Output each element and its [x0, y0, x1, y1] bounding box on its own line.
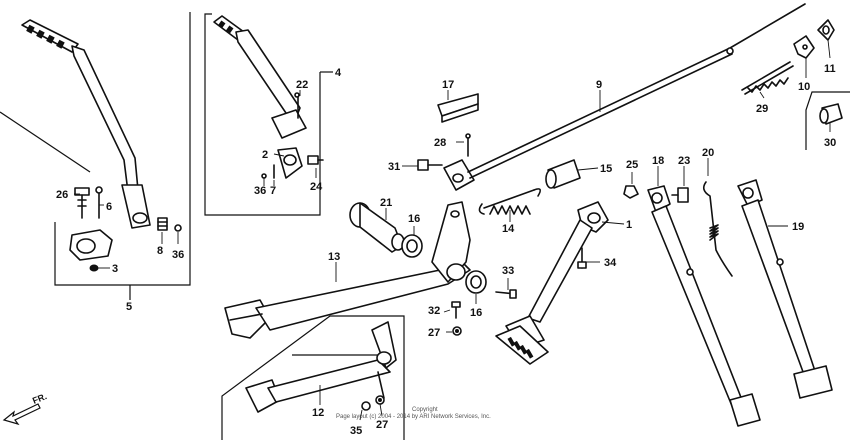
nut-11: [817, 19, 835, 41]
callout-2: 2: [262, 149, 268, 161]
nut-27-low: [375, 395, 385, 405]
pedal-12-box: [221, 315, 405, 440]
main-stand-19: [737, 179, 833, 399]
callout-29: 29: [756, 103, 768, 115]
callout-34: 34: [604, 257, 617, 269]
callout-15: 15: [600, 163, 612, 175]
pedal-12: [245, 321, 397, 413]
callout-33: 33: [502, 265, 514, 277]
callout-13: 13: [328, 251, 340, 263]
direction-label: FR.: [31, 391, 48, 406]
callout-1: 1: [626, 219, 632, 231]
callout-30: 30: [824, 137, 836, 149]
pin-32: [451, 301, 461, 319]
callout-4: 4: [335, 67, 342, 79]
part-30-box: [805, 91, 850, 150]
ball-36: [174, 224, 182, 232]
callout-14: 14: [502, 223, 515, 235]
copyright-line1: Copyright: [412, 407, 438, 413]
seal-16-lower: [465, 270, 487, 294]
copyright-notice: Copyright Page layout (c) 2004 - 2014 by…: [336, 407, 491, 420]
bolt-26: [74, 187, 90, 219]
callout-24: 24: [310, 181, 323, 193]
callout-16-upper: 16: [408, 213, 420, 225]
callout-32: 32: [428, 305, 440, 317]
callout-35: 35: [350, 425, 362, 437]
brake-pedal-13: [224, 201, 471, 339]
callout-21: 21: [380, 197, 392, 209]
spring-7: [261, 164, 275, 179]
callout-17: 17: [442, 79, 454, 91]
pivot-2: [277, 147, 303, 179]
brake-rod-9: [467, 3, 806, 179]
callout-28: 28: [434, 137, 446, 149]
callout-25: 25: [626, 159, 638, 171]
callout-5: 5: [126, 301, 132, 313]
callout-10: 10: [798, 81, 810, 93]
callout-9: 9: [596, 79, 602, 91]
arrow-left-down-icon: [2, 403, 41, 426]
side-stand-18: [647, 185, 761, 427]
callout-26: 26: [56, 189, 68, 201]
bracket-17: [437, 93, 479, 123]
callout-labels: 1 2 3 4 5 6 7 8 9 10 11 12 13 14 15 16 1…: [56, 63, 836, 437]
callout-16-lower: 16: [470, 307, 482, 319]
nut-27-mid: [452, 326, 462, 336]
pivot-shaft-21: [349, 202, 405, 253]
spring-8: [157, 217, 168, 231]
kick-arm-left: [21, 19, 151, 229]
adjuster-10: [793, 35, 815, 59]
callout-22: 22: [296, 79, 308, 91]
nut-35: [361, 401, 371, 411]
callout-27-mid: 27: [428, 327, 440, 339]
callout-18: 18: [652, 155, 664, 167]
spring-20: [702, 181, 733, 277]
callout-3: 3: [112, 263, 118, 275]
kick-starter-box: [0, 12, 191, 300]
callout-27-low: 27: [376, 419, 388, 431]
leader-lines: [74, 39, 831, 421]
bolt-23: [671, 187, 689, 203]
clamp-block: [69, 229, 113, 272]
bolt-33: [495, 289, 517, 299]
callout-19: 19: [792, 221, 804, 233]
gear-shift-pedal-1: [495, 201, 609, 365]
callout-8: 8: [157, 245, 163, 257]
bolt-6: [95, 186, 103, 219]
nut-25: [623, 185, 639, 199]
collar-15: [545, 159, 581, 189]
callout-23: 23: [678, 155, 690, 167]
callout-11: 11: [824, 63, 836, 75]
bolt-31: [417, 159, 443, 171]
direction-arrow: FR.: [2, 391, 48, 426]
bolt-34: [577, 247, 587, 269]
callout-36-left: 36: [172, 249, 184, 261]
kick-arm-upper: [213, 15, 307, 139]
brake-joint: [443, 159, 475, 191]
callout-12: 12: [312, 407, 324, 419]
copyright-line2: Page layout (c) 2004 - 2014 by ARI Netwo…: [336, 414, 491, 420]
pin-28: [465, 133, 471, 157]
spring-14: [478, 188, 542, 215]
callout-7: 7: [270, 185, 276, 197]
callout-20: 20: [702, 147, 714, 159]
callout-31: 31: [388, 161, 400, 173]
seal-16-upper: [401, 234, 423, 258]
bolt-24: [307, 155, 324, 165]
callout-36-upper: 36: [254, 185, 266, 197]
spring-29: [741, 61, 794, 95]
callout-6: 6: [106, 201, 112, 213]
